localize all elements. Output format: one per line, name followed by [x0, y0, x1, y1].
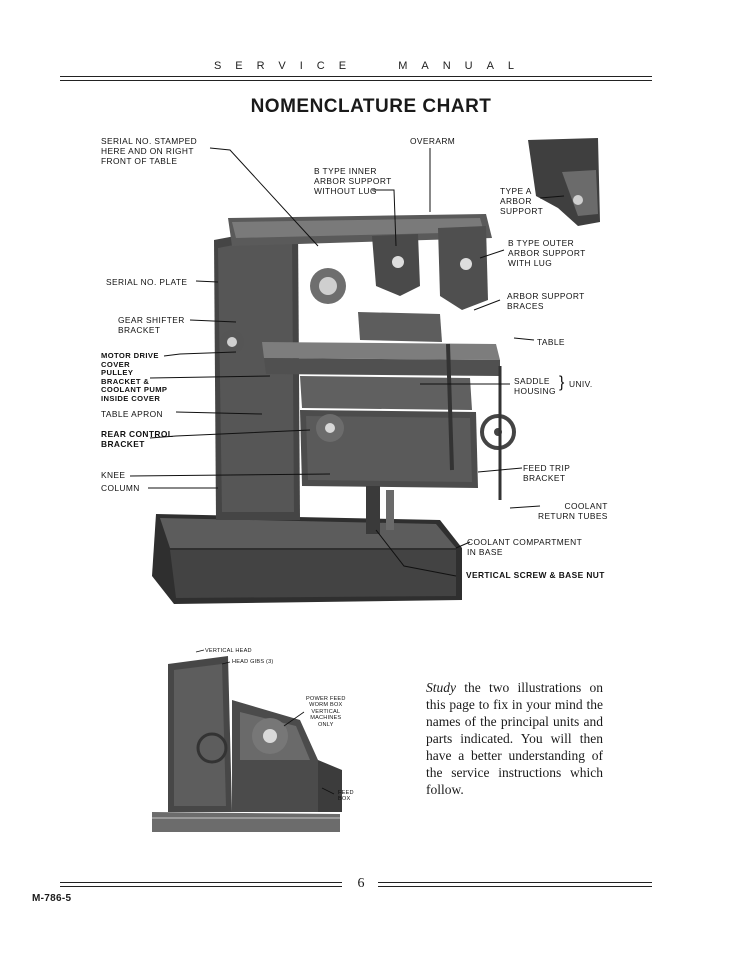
- paragraph-lead: Study: [426, 680, 456, 695]
- running-header-left: SERVICE: [213, 60, 361, 72]
- page-title: NOMENCLATURE CHART: [250, 96, 492, 117]
- label-coolant-return: COOLANT RETURN TUBES: [538, 501, 608, 521]
- label-saddle: SADDLE: [514, 376, 550, 386]
- footer-rule-left-bottom: [60, 886, 342, 887]
- running-header-right: MANUAL: [398, 60, 529, 72]
- label-housing: HOUSING: [514, 386, 556, 396]
- footer-rule-left-top: [60, 882, 342, 883]
- univ-brace: }: [559, 374, 565, 391]
- label-feed-trip: FEED TRIP BRACKET: [523, 463, 571, 483]
- header-rule-top: [60, 76, 652, 77]
- leader-lines: [129, 147, 565, 577]
- document-code: M-786-5: [32, 893, 72, 904]
- label-serial-plate: SERIAL NO. PLATE: [106, 277, 188, 287]
- footer-rule-right-bottom: [378, 886, 652, 887]
- paragraph-body: the two illustrations on this page to fi…: [426, 680, 603, 797]
- label-type-a: TYPE A ARBOR SUPPORT: [500, 186, 544, 216]
- machine-table: [262, 342, 500, 360]
- running-header: SERVICE MANUAL: [0, 60, 742, 72]
- label-column: COLUMN: [101, 483, 140, 493]
- label-knee: KNEE: [101, 470, 126, 480]
- footer-rule-right-top: [378, 882, 652, 883]
- label-table-apron: TABLE APRON: [101, 409, 163, 419]
- label-feed-box: FEED BOX: [338, 790, 354, 803]
- label-vertical-head: VERTICAL HEAD: [205, 648, 252, 654]
- label-table: TABLE: [537, 337, 565, 347]
- label-b-type-outer: B TYPE OUTER ARBOR SUPPORT WITH LUG: [508, 238, 586, 268]
- label-arbor-braces: ARBOR SUPPORT BRACES: [507, 291, 585, 311]
- study-paragraph: Study the two illustrations on this page…: [426, 679, 603, 798]
- header-rule-bottom: [60, 80, 652, 81]
- label-gear-shifter: GEAR SHIFTER BRACKET: [118, 315, 185, 335]
- label-motor-drive: MOTOR DRIVE COVER PULLEY BRACKET & COOLA…: [101, 351, 168, 403]
- page-number: 6: [357, 876, 365, 891]
- label-power-feed: POWER FEED WORM BOX VERTICAL MACHINES ON…: [306, 696, 346, 728]
- label-univ: UNIV.: [569, 379, 593, 389]
- label-overarm: OVERARM: [410, 136, 456, 146]
- label-vertical-screw: VERTICAL SCREW & BASE NUT: [466, 570, 605, 580]
- label-serial-stamp: SERIAL NO. STAMPED HERE AND ON RIGHT FRO…: [101, 136, 198, 166]
- label-rear-control: REAR CONTROL BRACKET: [101, 429, 174, 449]
- label-b-type-inner: B TYPE INNER ARBOR SUPPORT WITHOUT LUG: [314, 166, 392, 196]
- label-coolant-compartment: COOLANT COMPARTMENT IN BASE: [467, 537, 583, 557]
- label-head-gibs: HEAD GIBS (3): [232, 659, 274, 665]
